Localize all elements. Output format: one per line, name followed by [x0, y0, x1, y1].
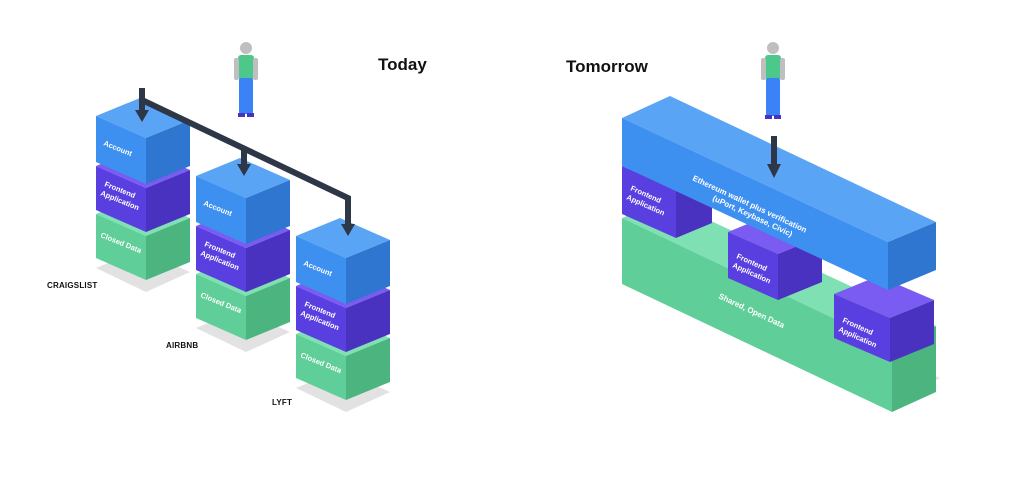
person-pants	[239, 78, 253, 114]
closed-data-side	[246, 278, 290, 340]
closed-data-front	[296, 334, 346, 400]
site-label-lyft: LYFT	[272, 398, 293, 407]
person-shoe	[774, 115, 781, 119]
person-shirt	[238, 55, 254, 79]
arrow-head	[135, 110, 149, 122]
closed-data-side	[146, 218, 190, 280]
person-figure	[761, 42, 785, 119]
wallet-side	[888, 222, 936, 290]
closed-data-front	[196, 274, 246, 340]
account-front	[296, 236, 346, 304]
arrow-head	[237, 164, 251, 176]
person-shoe	[247, 113, 254, 117]
frontend-side	[346, 290, 390, 352]
account-front	[96, 116, 146, 184]
person-shirt	[765, 55, 781, 79]
frontend-side	[890, 300, 934, 362]
closed-data-side	[346, 338, 390, 400]
person-arm-left	[234, 58, 239, 80]
tomorrow-section: Shared, Open Data Frontend Application F…	[622, 42, 940, 412]
frontend-front	[728, 232, 778, 300]
site-label-airbnb: AIRBNB	[166, 341, 199, 350]
account-top	[296, 218, 390, 258]
today-section: Account Frontend Application Closed Data…	[96, 42, 390, 412]
person-pants	[766, 78, 780, 116]
tomorrow-arrow	[767, 136, 781, 178]
person-arm-right	[780, 58, 785, 80]
person-head	[240, 42, 252, 54]
account-side	[246, 180, 290, 244]
stack-craigslist: Account Frontend Application Closed Data	[96, 98, 190, 292]
account-front	[196, 176, 246, 244]
frontend-top	[834, 276, 934, 318]
arrow-head	[341, 224, 355, 236]
stack-airbnb: Account Frontend Application Closed Data	[196, 158, 290, 352]
wallet-front	[622, 118, 888, 290]
person-shoe	[238, 113, 245, 117]
site-label-craigslist: CRAIGSLIST	[47, 281, 98, 290]
frontend-block-3: Frontend Application	[834, 276, 934, 362]
frontend-front	[96, 166, 146, 232]
closed-data-front	[96, 214, 146, 280]
person-head	[767, 42, 779, 54]
frontend-front	[196, 226, 246, 292]
person-arm-left	[761, 58, 766, 80]
arrow-heads	[135, 110, 355, 236]
account-side	[146, 120, 190, 184]
frontend-front	[834, 294, 890, 362]
person-arm-right	[253, 58, 258, 80]
person-figure	[234, 42, 258, 117]
arrow-head	[767, 164, 781, 178]
wallet-top	[622, 96, 936, 242]
shared-data-front	[622, 218, 892, 412]
frontend-side	[146, 170, 190, 232]
today-title: Today	[378, 55, 427, 74]
person-shoe	[765, 115, 772, 119]
account-side	[346, 240, 390, 304]
stack-lyft: Account Frontend Application Closed Data	[296, 218, 390, 412]
tomorrow-title: Tomorrow	[566, 57, 648, 76]
frontend-front	[296, 286, 346, 352]
frontend-side	[246, 230, 290, 292]
account-top	[196, 158, 290, 198]
